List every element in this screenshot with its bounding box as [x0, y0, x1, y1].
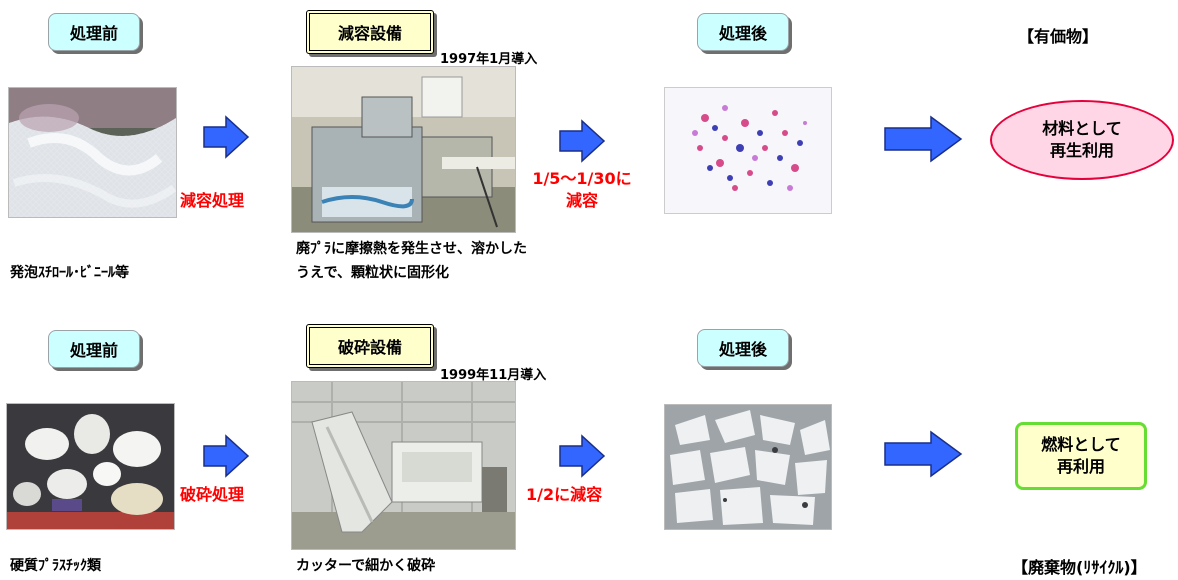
row2-before-caption: 硬質ﾌﾟﾗｽﾁｯｸ類	[10, 558, 101, 574]
row1-equipment-photo	[291, 66, 516, 233]
row1-process-text: 減容処理	[180, 191, 245, 210]
row2-reduction-text: 1/2に減容	[526, 485, 603, 504]
row2-arrow-2-icon	[559, 434, 606, 478]
row2-before-photo	[6, 403, 175, 530]
row1-before-photo	[8, 87, 177, 218]
row2-process-text: 破砕処理	[180, 485, 245, 504]
row2-equipment-label: 破砕設備	[306, 324, 434, 368]
row2-before-label: 処理前	[48, 330, 140, 368]
row2-arrow-3-icon	[884, 430, 963, 478]
row1-arrow-3-icon	[884, 115, 963, 163]
row2-after-photo	[664, 404, 832, 530]
row2-category: 【廃棄物(ﾘｻｲｸﾙ)】	[1012, 558, 1147, 577]
row1-after-photo	[664, 87, 832, 214]
row1-before-label: 処理前	[48, 13, 140, 51]
row1-arrow-2-icon	[559, 119, 606, 163]
row1-arrow-1-icon	[203, 115, 250, 159]
row2-arrow-1-icon	[203, 434, 250, 478]
row1-result-oval: 材料として 再生利用	[990, 100, 1174, 180]
row2-equipment-photo	[291, 381, 516, 550]
row2-install-date: 1999年11月導入	[440, 368, 547, 383]
row1-equipment-label: 減容設備	[306, 10, 434, 54]
row2-equipment-caption: カッターで細かく破砕	[296, 558, 436, 574]
row1-equipment-caption: 廃ﾌﾟﾗに摩擦熱を発生させ、溶かした うえで、顆粒状に固形化	[296, 241, 527, 281]
row1-category: 【有価物】	[1018, 27, 1099, 46]
row1-install-date: 1997年1月導入	[440, 52, 538, 67]
row1-before-caption: 発泡ｽﾁﾛｰﾙ･ﾋﾞﾆｰﾙ等	[10, 265, 129, 281]
row2-result-box: 燃料として 再利用	[1015, 422, 1147, 490]
row1-reduction-text: 1/5～1/30に 減容	[532, 169, 632, 210]
row1-after-label: 処理後	[697, 13, 789, 51]
row2-after-label: 処理後	[697, 329, 789, 367]
